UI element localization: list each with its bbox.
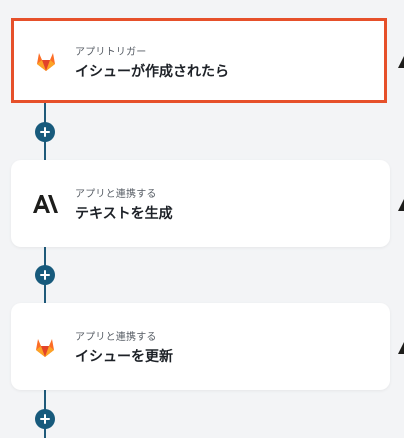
plus-icon bbox=[40, 270, 50, 280]
flow-step-card-generate-text[interactable]: アプリと連携する テキストを生成 bbox=[11, 160, 390, 247]
side-panel-edge-icon bbox=[398, 342, 404, 354]
add-step-button[interactable] bbox=[35, 265, 55, 285]
step-type-label: アプリと連携する bbox=[75, 332, 157, 343]
add-step-button[interactable] bbox=[35, 122, 55, 142]
step-title: イシューが作成されたら bbox=[75, 64, 229, 80]
flow-step-card-trigger[interactable]: アプリトリガー イシューが作成されたら bbox=[11, 18, 387, 103]
flow-step-card-update-issue[interactable]: アプリと連携する イシューを更新 bbox=[11, 303, 390, 390]
step-title: テキストを生成 bbox=[75, 206, 173, 222]
step-type-label: アプリトリガー bbox=[75, 47, 147, 58]
plus-icon bbox=[40, 127, 50, 137]
plus-icon bbox=[40, 414, 50, 424]
side-panel-edge-icon bbox=[398, 56, 404, 68]
step-title: イシューを更新 bbox=[75, 349, 173, 365]
step-type-label: アプリと連携する bbox=[75, 189, 157, 200]
anthropic-icon bbox=[31, 190, 59, 218]
add-step-button[interactable] bbox=[35, 409, 55, 429]
gitlab-icon bbox=[32, 47, 60, 75]
gitlab-icon bbox=[31, 333, 59, 361]
side-panel-edge-icon bbox=[398, 199, 404, 211]
